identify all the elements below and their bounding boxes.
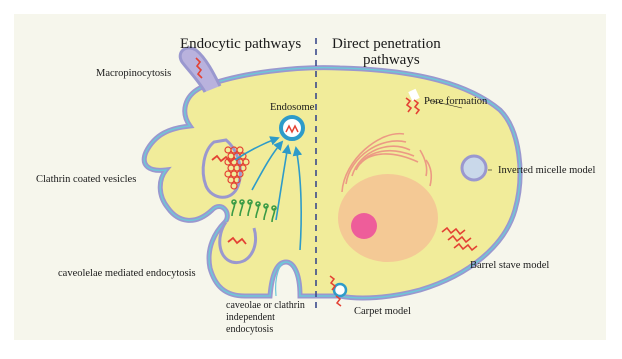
header-endocytic: Endocytic pathways bbox=[180, 36, 301, 52]
label-carpet-model: Carpet model bbox=[354, 306, 411, 317]
inverted-micelle bbox=[462, 156, 486, 180]
endosome bbox=[281, 117, 303, 139]
nucleolus bbox=[351, 213, 377, 239]
label-pore-formation: Pore formation bbox=[424, 96, 488, 107]
label-barrel-stave: Barrel stave model bbox=[470, 260, 549, 271]
label-independent-line2: independent bbox=[226, 312, 275, 323]
label-clathrin: Clathrin coated vesicles bbox=[36, 174, 136, 185]
header-direct-line2: pathways bbox=[363, 52, 420, 68]
nucleus bbox=[338, 174, 438, 262]
label-inverted-micelle: Inverted micelle model bbox=[498, 165, 595, 176]
label-macropinocytosis: Macropinocytosis bbox=[96, 68, 171, 79]
label-endosome: Endosome bbox=[270, 102, 315, 113]
label-independent-line1: caveolae or clathrin bbox=[226, 300, 305, 311]
label-independent-line3: endocytosis bbox=[226, 324, 273, 335]
label-caveolae-mediated: caveolelae mediated endocytosis bbox=[58, 268, 196, 279]
header-direct-line1: Direct penetration bbox=[332, 36, 441, 52]
